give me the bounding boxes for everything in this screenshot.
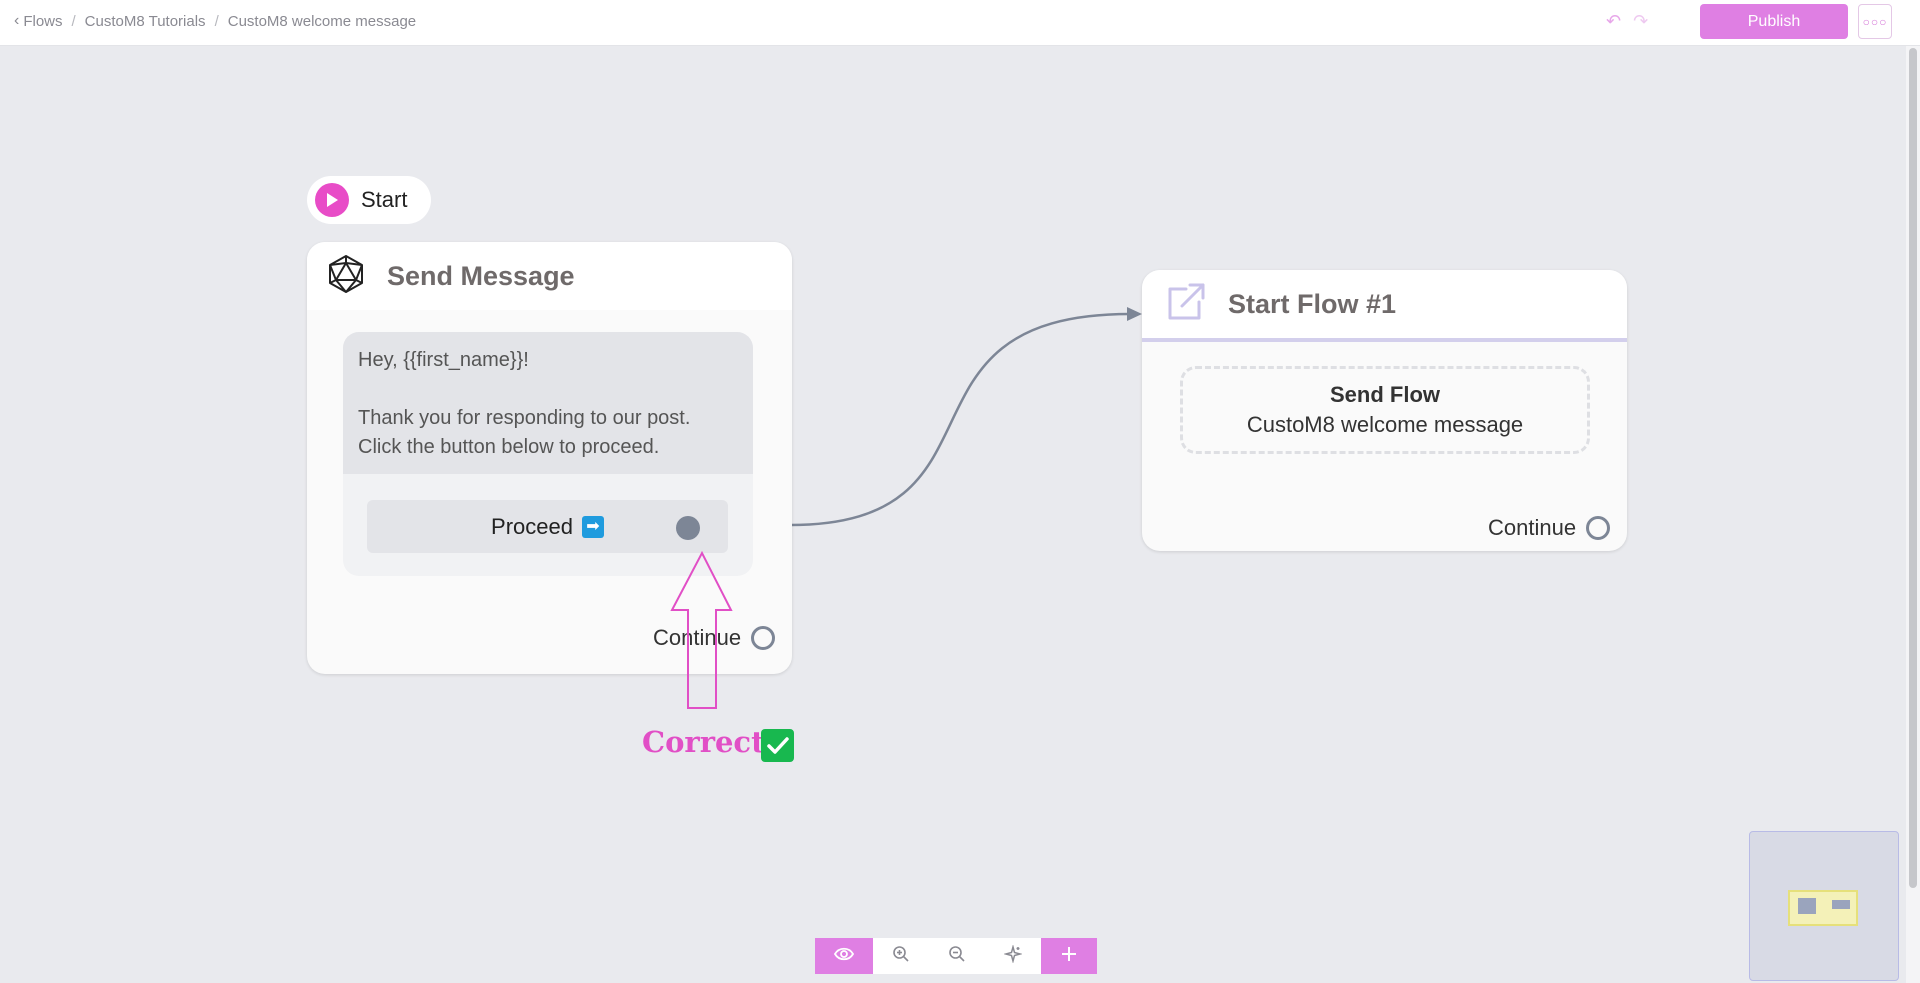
canvas-toolbar xyxy=(815,938,1097,974)
zoom-in-button[interactable] xyxy=(873,938,929,974)
breadcrumb-flows[interactable]: Flows xyxy=(23,12,63,30)
undo-icon[interactable]: ↶ xyxy=(1606,11,1622,31)
breadcrumb-folder[interactable]: CustoM8 Tutorials xyxy=(84,12,206,30)
plus-icon xyxy=(1061,946,1077,967)
history-controls: ↶ ↷ xyxy=(1606,11,1648,32)
message-line: Hey, {{first_name}}! xyxy=(358,349,529,371)
breadcrumb-current-flow: CustoM8 welcome message xyxy=(227,12,417,30)
annotation-text: Correct xyxy=(642,725,765,759)
continue-output: Continue xyxy=(653,625,776,651)
send-flow-card[interactable]: Send Flow CustoM8 welcome message xyxy=(1180,366,1590,454)
connection-edge[interactable] xyxy=(789,312,1131,527)
continue-output-handle[interactable] xyxy=(751,626,776,650)
more-options-button[interactable]: ○○○ xyxy=(1858,4,1892,39)
continue-output-handle[interactable] xyxy=(1586,516,1611,540)
node-title: Start Flow #1 xyxy=(1228,288,1397,319)
message-card[interactable]: Hey, {{first_name}}! Thank you for respo… xyxy=(343,332,753,576)
edge-arrowhead xyxy=(1127,307,1142,321)
node-title: Send Message xyxy=(387,260,575,291)
continue-label: Continue xyxy=(1488,515,1577,540)
auto-layout-button[interactable] xyxy=(985,938,1041,974)
minimap-node xyxy=(1798,898,1816,914)
add-node-button[interactable] xyxy=(1041,938,1097,974)
message-line: Click the button below to proceed. xyxy=(358,436,660,458)
scrollbar-thumb[interactable] xyxy=(1909,48,1917,888)
proceed-button-label: Proceed xyxy=(491,513,573,539)
node-header: Send Message xyxy=(307,242,792,310)
send-flow-label: Send Flow xyxy=(1330,382,1440,407)
zoom-out-button[interactable] xyxy=(929,938,985,974)
publish-button[interactable]: Publish xyxy=(1700,4,1848,39)
start-label: Start xyxy=(361,187,408,212)
breadcrumb-separator: / xyxy=(214,12,219,30)
preview-button[interactable] xyxy=(815,938,873,974)
external-link-icon xyxy=(1164,281,1206,328)
zoom-out-icon xyxy=(948,945,966,968)
chevron-left-icon[interactable]: ‹ xyxy=(14,12,20,29)
ellipsis-icon: ○○○ xyxy=(1862,14,1888,29)
zoom-in-icon xyxy=(892,945,910,968)
start-node[interactable]: Start xyxy=(307,176,431,224)
breadcrumb: ‹ Flows / CustoM8 Tutorials / CustoM8 we… xyxy=(14,12,416,30)
check-icon xyxy=(761,729,794,762)
continue-label: Continue xyxy=(653,625,742,650)
message-line: Thank you for responding to our post. xyxy=(358,407,691,429)
top-bar: ‹ Flows / CustoM8 Tutorials / CustoM8 we… xyxy=(0,0,1920,46)
sparkle-icon xyxy=(1003,943,1023,968)
continue-output: Continue xyxy=(1488,515,1611,541)
button-output-handle[interactable] xyxy=(676,516,700,540)
play-icon xyxy=(315,183,349,217)
send-message-node[interactable]: Send Message Hey, {{first_name}}! Thank … xyxy=(307,242,792,674)
icosahedron-icon xyxy=(327,254,365,299)
vertical-scrollbar[interactable] xyxy=(1906,46,1920,983)
start-flow-node[interactable]: Start Flow #1 Send Flow CustoM8 welcome … xyxy=(1142,270,1627,551)
minimap-node xyxy=(1832,900,1850,909)
breadcrumb-separator: / xyxy=(71,12,76,30)
minimap[interactable] xyxy=(1749,831,1899,981)
redo-icon[interactable]: ↷ xyxy=(1633,11,1649,31)
flow-name: CustoM8 welcome message xyxy=(1246,412,1524,437)
node-header: Start Flow #1 xyxy=(1142,270,1627,342)
message-text: Hey, {{first_name}}! Thank you for respo… xyxy=(343,332,753,474)
right-arrow-icon: ➡ xyxy=(581,515,604,538)
eye-icon xyxy=(833,947,855,966)
proceed-button[interactable]: Proceed ➡ xyxy=(367,500,728,553)
